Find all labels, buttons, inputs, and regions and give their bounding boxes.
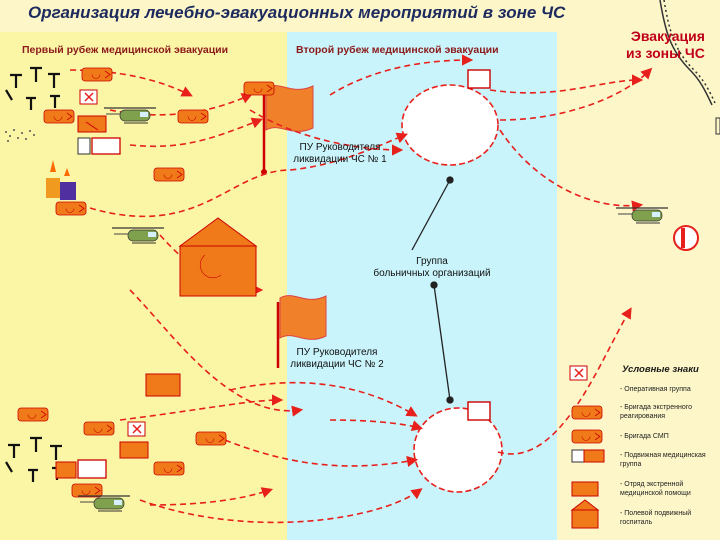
legend-item-field-hospital: - Полевой подвижный госпиталь <box>620 510 716 527</box>
hospital-group-line2: больничных организаций <box>352 268 512 280</box>
legend-icons <box>570 366 604 528</box>
disaster-site-lower-icon <box>6 438 62 482</box>
hospital-group-label: Группа больничных организаций <box>352 256 512 280</box>
pu1-label-line2: ликвидации ЧС № 1 <box>280 154 400 166</box>
hospital-marker-right-icon <box>674 226 698 250</box>
fire-icon <box>46 160 76 200</box>
pu2-label-line2: ликвидации ЧС № 2 <box>272 359 402 371</box>
legend-item-ambulance: - Бригада СМП <box>620 433 716 442</box>
pu2-label-line1: ПУ Руководителя <box>272 347 402 359</box>
evacuation-label-line1: Эвакуация <box>626 28 705 45</box>
evacuation-label-line2: из зоны ЧС <box>626 45 705 62</box>
legend-item-emergency-brigade: - Бригада экстренного реагирования <box>620 404 716 421</box>
zone-second-label: Второй рубеж медицинской эвакуации <box>296 44 499 56</box>
hospital-oval-upper <box>402 85 498 165</box>
rail-terminal-icon <box>716 118 720 134</box>
pu1-label: ПУ Руководителя ликвидации ЧС № 1 <box>280 142 400 166</box>
pu2-label: ПУ Руководителя ликвидации ЧС № 2 <box>272 347 402 371</box>
hospital-group-line1: Группа <box>352 256 512 268</box>
legend-item-operative: - Оперативная группа <box>620 386 716 395</box>
evac-routes <box>70 60 650 522</box>
hospital-icon-upper <box>468 70 490 88</box>
blast-dots-icon <box>5 129 35 142</box>
pu1-label-line1: ПУ Руководителя <box>280 142 400 154</box>
hospital-icon-lower <box>468 402 490 420</box>
field-hospital-tent-icon <box>180 218 256 296</box>
zone-first-label: Первый рубеж медицинской эвакуации <box>22 44 228 56</box>
disaster-site-upper-icon <box>6 68 60 110</box>
page-title: Организация лечебно-эвакуационных меропр… <box>28 3 565 23</box>
legend-item-mobile-group: - Подвижная медицинская группа <box>620 452 716 469</box>
legend-item-emergency-unit: - Отряд экстренной медицинской помощи <box>620 481 716 498</box>
evacuation-label: Эвакуация из зоны ЧС <box>626 28 705 62</box>
hospital-connectors <box>412 177 453 403</box>
legend-title: Условные знаки <box>622 364 699 375</box>
